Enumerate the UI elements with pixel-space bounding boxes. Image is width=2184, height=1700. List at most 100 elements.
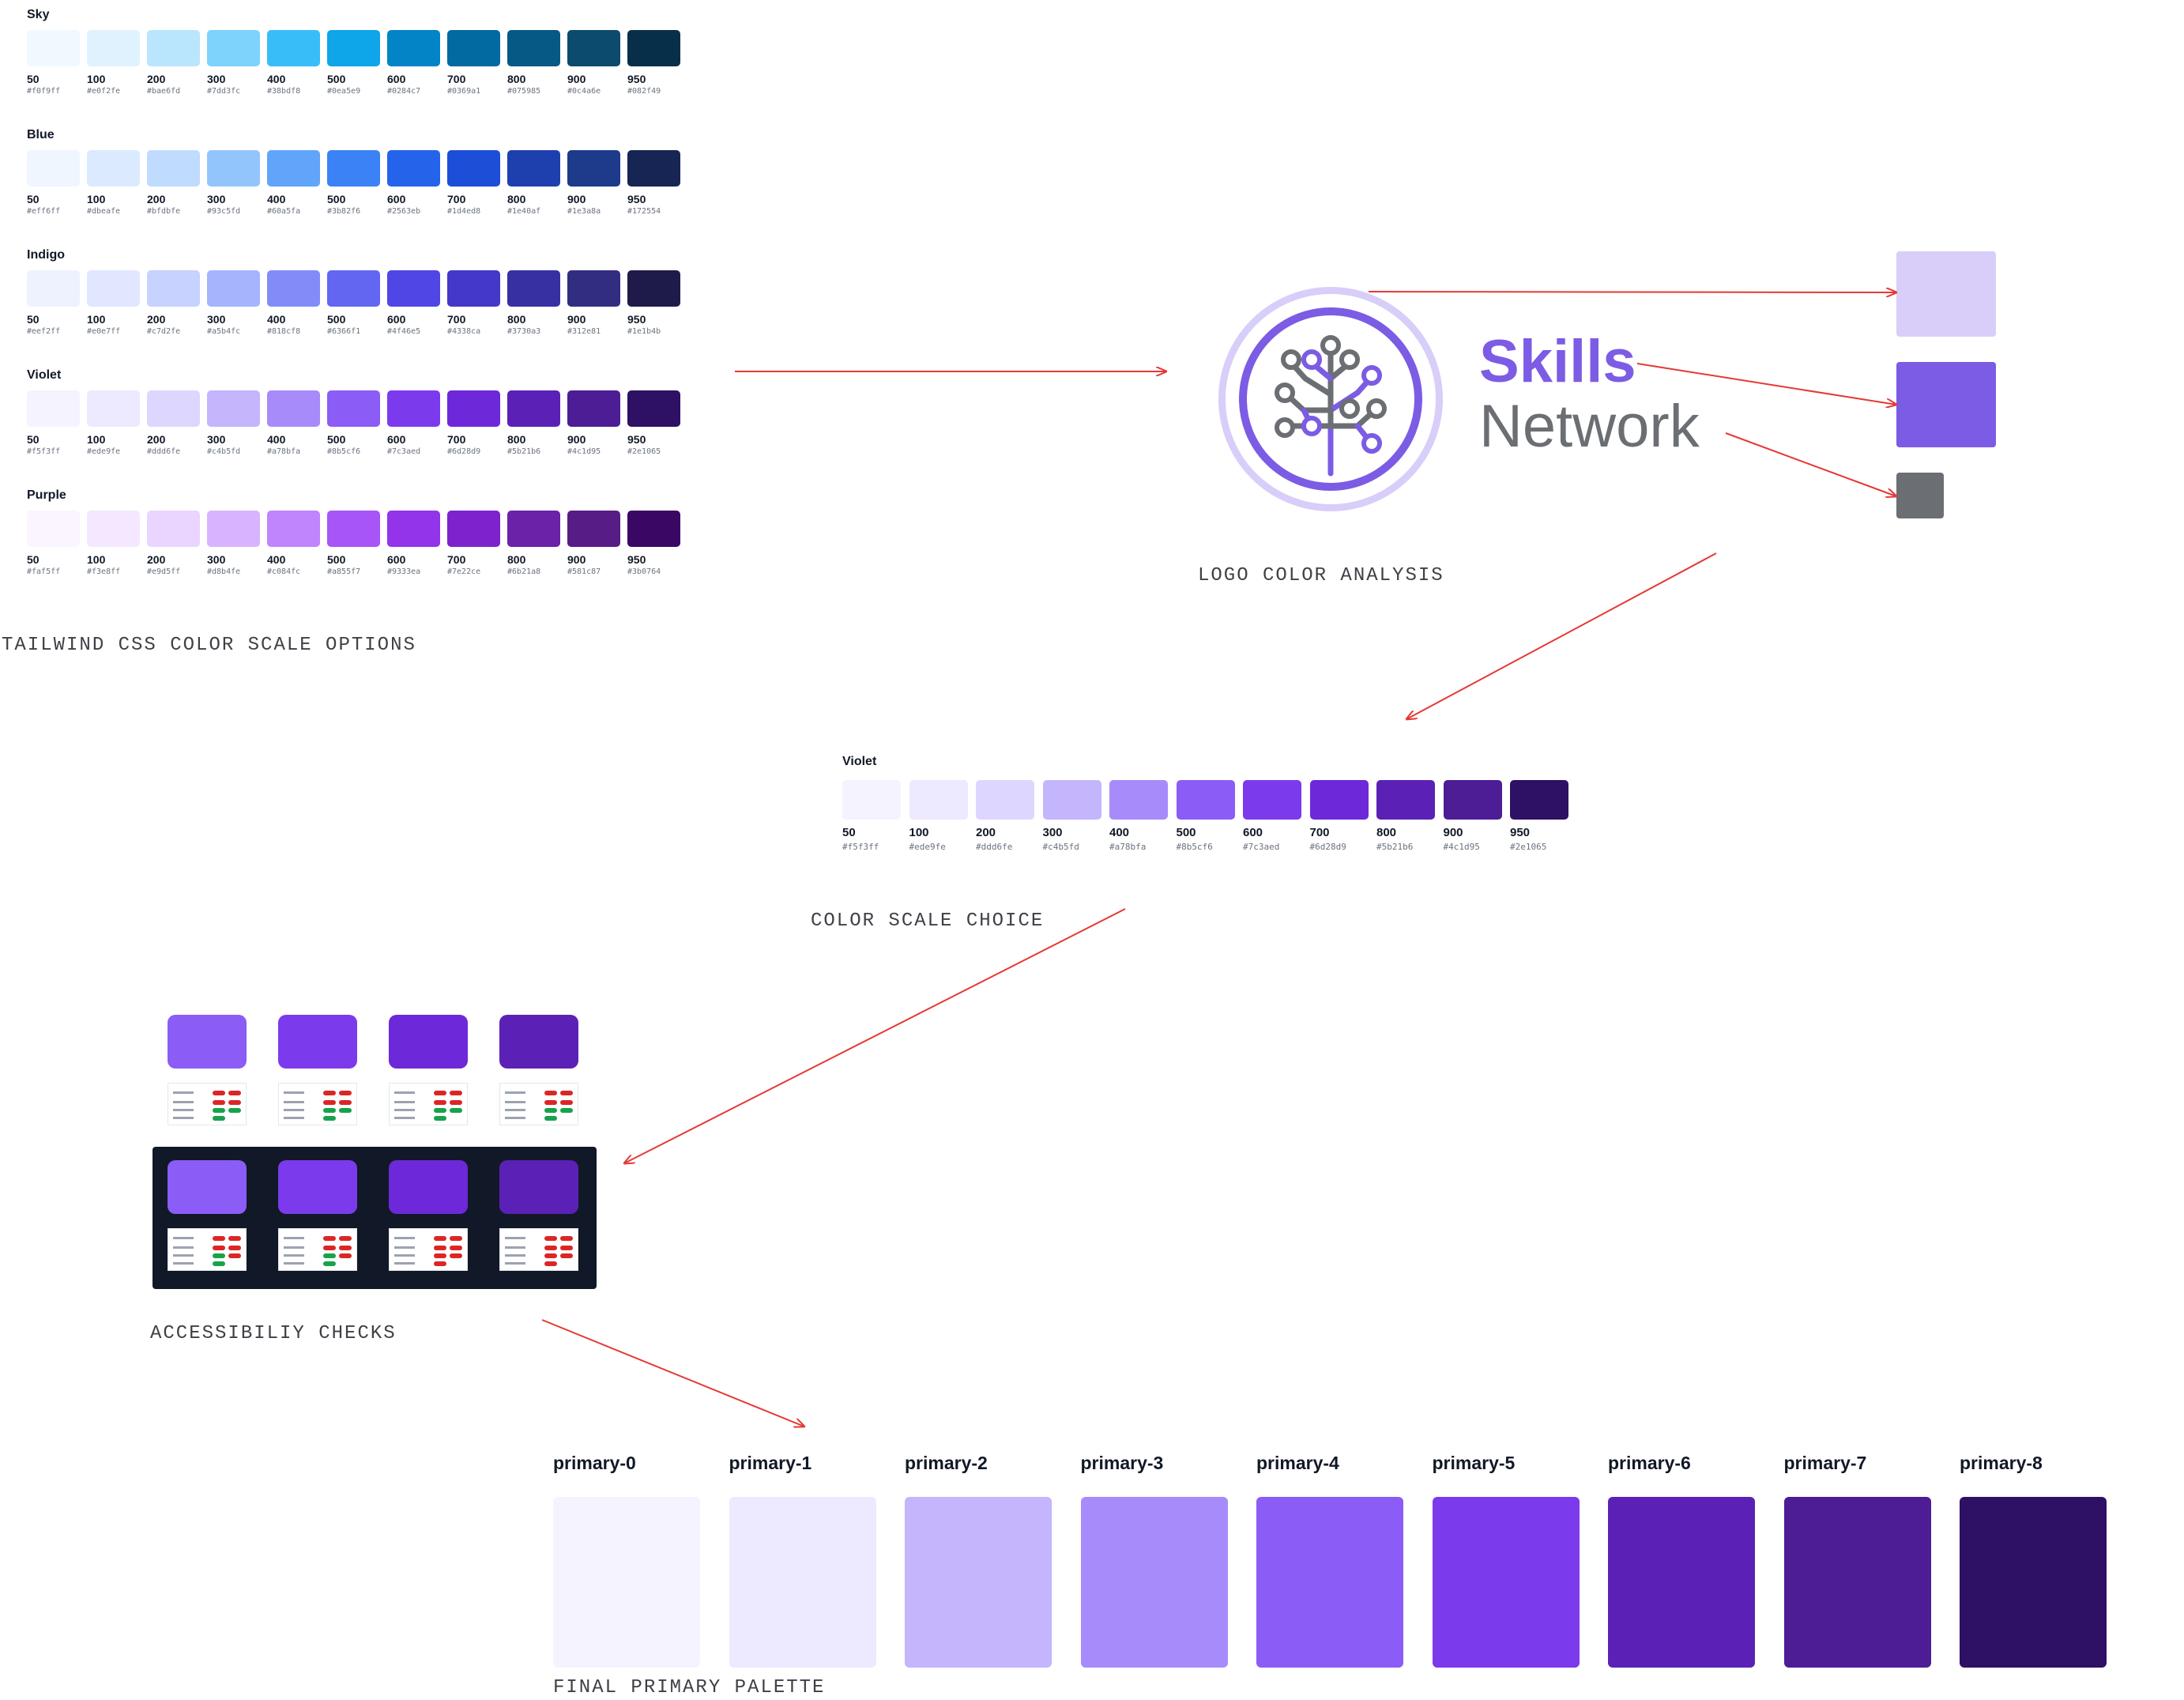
palette-swatch — [1608, 1497, 1755, 1668]
step-label: 900 — [567, 553, 586, 566]
result-row-label — [505, 1101, 525, 1103]
result-row-label — [284, 1091, 304, 1094]
hex-label: #f5f3ff — [842, 842, 879, 852]
contrast-preview-tile — [389, 1015, 468, 1069]
result-pill — [339, 1246, 352, 1250]
result-row-label — [505, 1262, 525, 1265]
result-pill — [560, 1091, 573, 1095]
hex-label: #3730a3 — [507, 327, 541, 336]
color-swatch — [147, 30, 200, 66]
result-row-label — [505, 1237, 525, 1239]
step-label: 900 — [567, 193, 586, 205]
logo-primary-color-swatch — [1896, 362, 1996, 447]
hex-label: #0ea5e9 — [327, 87, 361, 96]
hex-label: #312e81 — [567, 327, 601, 336]
step-label: 300 — [207, 313, 226, 326]
palette-swatch — [1960, 1497, 2107, 1668]
result-row-label — [394, 1117, 415, 1119]
result-pill — [339, 1236, 352, 1241]
result-pill — [323, 1236, 336, 1241]
color-swatch — [147, 390, 200, 427]
contrast-preview-tile — [389, 1160, 468, 1214]
color-swatch — [567, 150, 620, 187]
hex-label: #5b21b6 — [507, 447, 541, 456]
step-label: 950 — [627, 193, 646, 205]
result-pill — [560, 1100, 573, 1105]
hex-label: #2e1065 — [1510, 842, 1547, 852]
color-swatch — [327, 30, 380, 66]
hex-label: #ddd6fe — [976, 842, 1013, 852]
result-row-label — [173, 1246, 194, 1249]
contrast-result-card — [499, 1228, 578, 1271]
color-swatch — [27, 511, 80, 547]
result-pill — [213, 1253, 225, 1258]
result-pill — [228, 1100, 241, 1105]
step-label: 800 — [507, 553, 526, 566]
hex-label: #93c5fd — [207, 207, 241, 216]
logo-word-skills: Skills — [1479, 328, 1636, 395]
hex-label: #1e40af — [507, 207, 541, 216]
result-pill — [323, 1261, 336, 1266]
color-swatch — [27, 150, 80, 187]
hex-label: #3b82f6 — [327, 207, 361, 216]
step-label: 400 — [1109, 826, 1130, 839]
result-row-label — [505, 1117, 525, 1119]
step-label: 400 — [267, 313, 286, 326]
hex-label: #6d28d9 — [1309, 842, 1346, 852]
hex-label: #7dd3fc — [207, 87, 241, 96]
step-label: 600 — [387, 553, 406, 566]
step-label: 100 — [87, 553, 106, 566]
palette-label: primary-5 — [1432, 1453, 1516, 1473]
hex-label: #c4b5fd — [207, 447, 241, 456]
color-swatch — [207, 30, 260, 66]
result-row-label — [505, 1246, 525, 1249]
step-label: 700 — [447, 193, 466, 205]
hex-label: #9333ea — [387, 567, 421, 576]
tree-network-icon — [1275, 335, 1387, 477]
step-label: 500 — [327, 313, 346, 326]
hex-label: #bfdbfe — [147, 207, 181, 216]
step-label: 700 — [447, 433, 466, 446]
step-label: 950 — [627, 313, 646, 326]
result-row-label — [505, 1091, 525, 1094]
result-pill — [228, 1091, 241, 1095]
result-pill — [323, 1100, 336, 1105]
color-swatch — [147, 511, 200, 547]
result-row-label — [394, 1101, 415, 1103]
result-pill — [434, 1116, 446, 1121]
result-pill — [544, 1100, 557, 1105]
hex-label: #8b5cf6 — [327, 447, 361, 456]
color-swatch — [327, 150, 380, 187]
result-row-label — [505, 1254, 525, 1257]
hex-label: #172554 — [627, 207, 661, 216]
result-pill — [544, 1261, 557, 1266]
result-row-label — [284, 1254, 304, 1257]
hex-label: #6d28d9 — [447, 447, 481, 456]
step-label: 500 — [327, 73, 346, 85]
hex-label: #082f49 — [627, 87, 661, 96]
scale-name: Violet — [27, 368, 62, 382]
result-pill — [323, 1116, 336, 1121]
color-swatch — [267, 390, 320, 427]
result-pill — [544, 1253, 557, 1258]
result-pill — [560, 1246, 573, 1250]
arrow-to-accessibility — [624, 908, 1126, 1163]
logo-analysis-caption: LOGO COLOR ANALYSIS — [1198, 565, 1444, 586]
hex-label: #a5b4fc — [207, 327, 241, 336]
hex-label: #a855f7 — [327, 567, 361, 576]
palette-swatch — [553, 1497, 700, 1668]
color-swatch — [387, 150, 440, 187]
color-swatch — [1042, 780, 1101, 820]
step-label: 950 — [627, 553, 646, 566]
hex-label: #d8b4fe — [207, 567, 241, 576]
palette-swatch — [1080, 1497, 1228, 1668]
result-pill — [434, 1236, 446, 1241]
result-pill — [434, 1261, 446, 1266]
palette-label: primary-3 — [1080, 1453, 1164, 1473]
color-swatch — [447, 511, 500, 547]
hex-label: #7c3aed — [387, 447, 421, 456]
